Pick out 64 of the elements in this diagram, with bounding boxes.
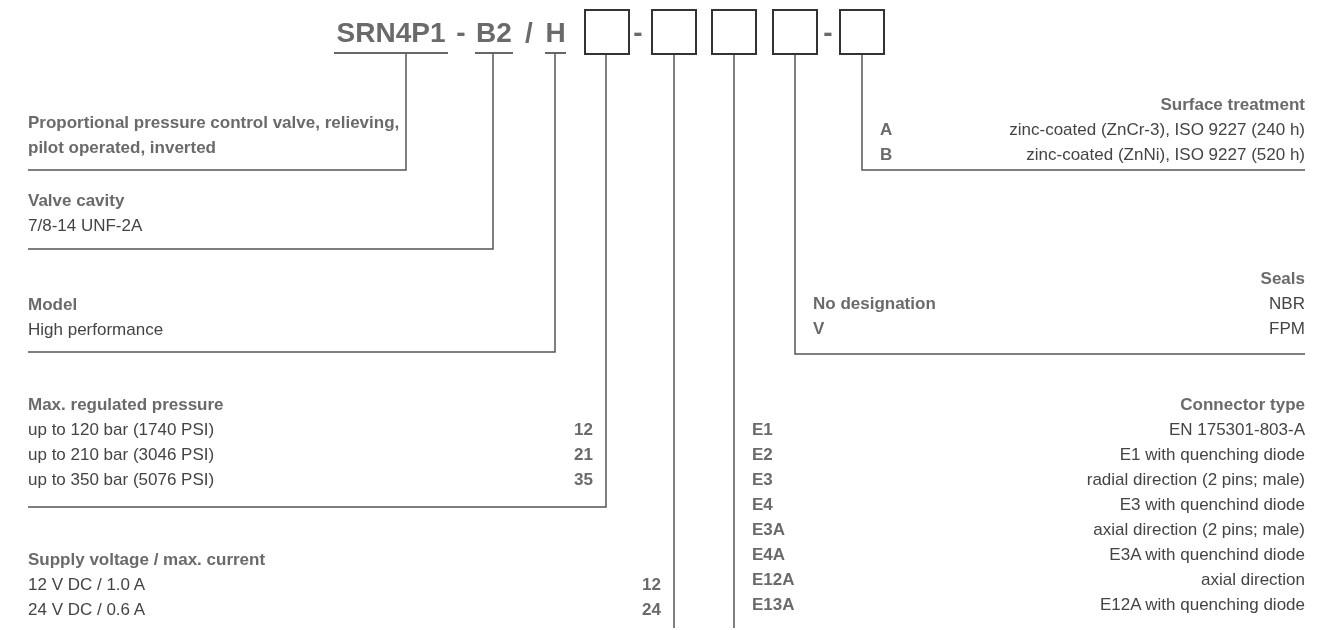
option-description: up to 210 bar (3046 PSI) [28,444,215,466]
code-slot-box [839,9,885,55]
code-slot-box [651,9,697,55]
option-code: B [880,144,893,166]
option-code: E12A [752,569,795,591]
option-description: up to 350 bar (5076 PSI) [28,469,215,491]
option-description: E12A with quenching diode [1099,594,1305,616]
option-description: axial direction [1201,569,1305,591]
option-code: 21 [574,444,593,466]
option-description: zinc-coated (ZnCr-3), ISO 9227 (240 h) [1009,119,1305,141]
option-code: 12 [642,574,661,596]
option-code: E4A [752,544,786,566]
leader-line [861,54,1306,171]
option-description: FPM [1269,318,1305,340]
option-code: E13A [752,594,795,616]
option-code: E3 [752,469,773,491]
section-heading: Proportional pressure control valve, relieving, pilot operated, inverted [28,112,401,159]
section-heading: Max. regulated pressure [28,394,224,416]
code-separator: - [632,16,644,50]
option-description: EN 175301-803-A [1168,419,1305,441]
section-heading: Connector type [1180,394,1305,416]
code-slot-box [584,9,630,55]
option-description: NBR [1269,293,1305,315]
option-description: E1 with quenching diode [1119,444,1305,466]
leader-line [27,53,407,171]
leader-line [27,54,607,508]
leader-line [27,53,556,353]
code-separator: - [455,16,467,50]
order-code: SRN4P1 [334,14,448,54]
section-heading: Supply voltage / max. current [28,549,266,571]
option-description: radial direction (2 pins; male) [1086,469,1305,491]
option-code: 35 [574,469,593,491]
section-heading: Surface treatment [1160,94,1305,116]
option-description: 7/8-14 UNF-2A [28,215,143,237]
option-description: High performance [28,319,164,341]
option-code: No designation [813,293,936,315]
option-description: 24 V DC / 0.6 A [28,599,146,621]
option-description: 12 V DC / 1.0 A [28,574,146,596]
leader-line [673,54,675,629]
leader-line [733,54,735,629]
code-slot-box [772,9,818,55]
option-code: V [813,318,825,340]
leader-line [27,53,494,250]
section-heading: Valve cavity [28,190,126,212]
option-code: 24 [642,599,661,621]
code-separator: / [524,16,534,50]
option-code: E2 [752,444,773,466]
option-code: 12 [574,419,593,441]
order-code: B2 [475,14,513,54]
option-description: E3A with quenchind diode [1109,544,1305,566]
option-code: E3A [752,519,786,541]
option-code: E4 [752,494,773,516]
option-code: E1 [752,419,773,441]
code-slot-box [711,9,757,55]
option-description: zinc-coated (ZnNi), ISO 9227 (520 h) [1026,144,1305,166]
section-heading: Model [28,294,79,316]
leader-line [794,54,1306,355]
order-code: H [545,14,566,54]
section-heading: Seals [1260,268,1305,290]
option-description: E3 with quenchind diode [1119,494,1305,516]
option-description: up to 120 bar (1740 PSI) [28,419,215,441]
option-code: A [880,119,893,141]
option-description: axial direction (2 pins; male) [1093,519,1305,541]
code-separator: - [822,16,834,50]
